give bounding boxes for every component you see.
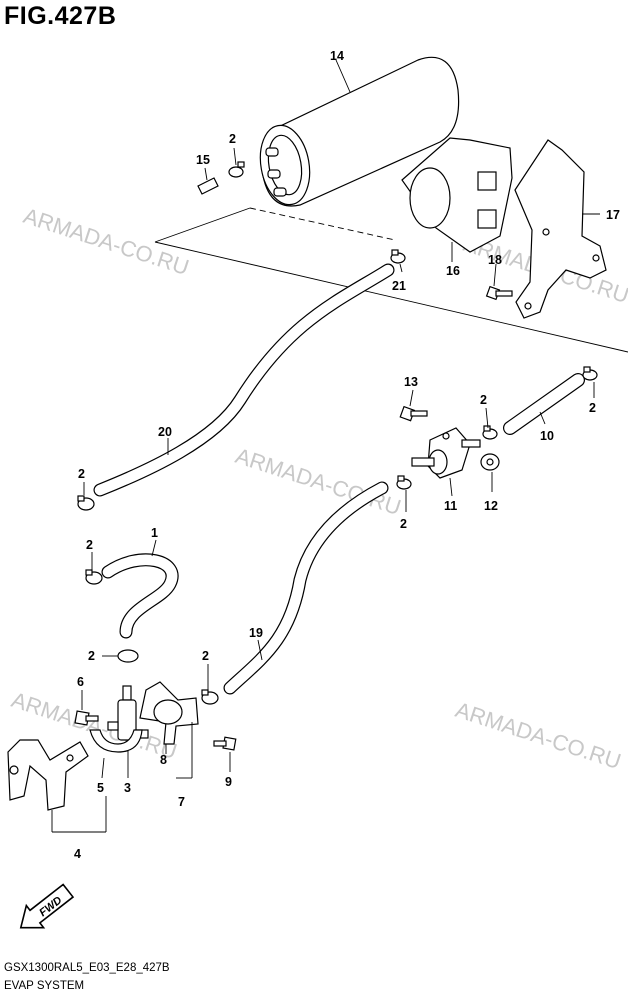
callout-17: 17 (606, 208, 620, 222)
bracket-part-4 (7, 739, 107, 833)
callout-2-hose20: 2 (78, 467, 85, 481)
cap-part-15 (197, 167, 219, 195)
bracket-part-17 (514, 139, 607, 319)
callout-2-hose10-bottom: 2 (480, 393, 487, 407)
clamp-2-hose1-top (85, 552, 103, 585)
bracket-part-8 (139, 681, 199, 754)
callout-2-canister: 2 (229, 132, 236, 146)
callout-3: 3 (124, 781, 131, 795)
callout-21: 21 (392, 279, 406, 293)
clamp-2-hose19-end (201, 664, 219, 705)
figure-code: GSX1300RAL5_E03_E28_427B (4, 962, 170, 974)
bracket-7-leader (176, 722, 193, 779)
ref-line-upper-left (154, 207, 251, 243)
callout-18: 18 (488, 253, 502, 267)
fwd-arrow-icon: FWD (19, 883, 75, 929)
callout-12: 12 (484, 499, 498, 513)
callout-19: 19 (249, 626, 263, 640)
hose-part-20 (93, 263, 403, 497)
canister-part-14 (259, 56, 460, 207)
callout-2-hose19: 2 (202, 649, 209, 663)
watermark-1: ARMADA-CO.RU (20, 203, 192, 280)
callout-2-valve: 2 (400, 517, 407, 531)
callout-16: 16 (446, 264, 460, 278)
hose-part-19 (223, 481, 389, 695)
callout-2-hose1-bottom: 2 (88, 649, 95, 663)
ref-line-long (154, 241, 628, 353)
callout-9: 9 (225, 775, 232, 789)
washer-part-12 (480, 453, 500, 492)
callouts: 14 2 15 17 16 18 21 13 2 2 10 20 2 11 12… (74, 49, 620, 861)
callout-2-hose10-top: 2 (589, 401, 596, 415)
clamp-2-hose10-top (582, 366, 598, 398)
callout-13: 13 (404, 375, 418, 389)
callout-6: 6 (77, 675, 84, 689)
bolt-part-13 (399, 389, 428, 422)
ref-line-canister (249, 207, 396, 241)
reference-lines (154, 207, 628, 353)
callout-11: 11 (444, 499, 457, 513)
figure-name: EVAP SYSTEM (4, 980, 85, 992)
callout-7: 7 (178, 795, 185, 809)
clamp-2-upper-right (390, 249, 406, 264)
callout-10: 10 (540, 429, 554, 443)
watermark-5: ARMADA-CO.RU (452, 697, 624, 774)
callout-20: 20 (158, 425, 172, 439)
bolt-part-6 (74, 690, 99, 726)
callout-8: 8 (160, 753, 167, 767)
figure-title: FIG.427B (4, 2, 117, 30)
holder-part-16 (401, 137, 513, 262)
bolt-part-9 (213, 736, 237, 772)
hose-part-10 (503, 373, 585, 435)
hose-part-1 (101, 539, 179, 639)
callout-15: 15 (196, 153, 210, 167)
callout-1: 1 (151, 526, 158, 540)
bolt-part-18 (485, 263, 513, 301)
valve-part-11 (411, 427, 481, 497)
clamp-2-valve-left (396, 475, 412, 512)
watermark-3: ARMADA-CO.RU (232, 443, 404, 520)
clamp-2-hose10-bottom (482, 407, 498, 440)
clip-part-5 (89, 729, 143, 779)
clamp-2-hose1-bottom (102, 649, 139, 663)
callout-5: 5 (97, 781, 104, 795)
clamp-2-hose20-end (77, 482, 95, 511)
callout-2-hose1-top: 2 (86, 538, 93, 552)
clamp-2-canister (228, 147, 245, 178)
callout-14: 14 (330, 49, 344, 63)
callout-4: 4 (74, 847, 81, 861)
